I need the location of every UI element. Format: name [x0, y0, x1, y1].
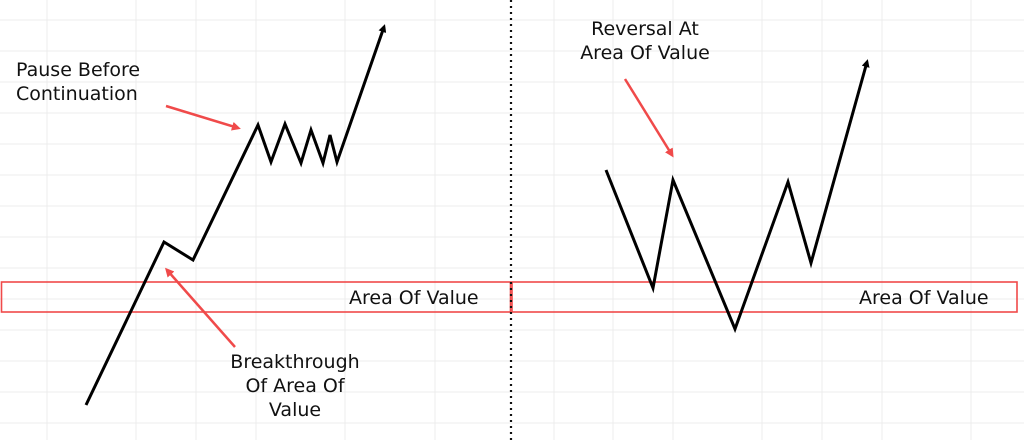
reversal-at-area-of-value-label: Reversal At Area Of Value [560, 17, 730, 65]
breakthrough-label-line-3: Value [268, 399, 322, 421]
reversal-label-line-2: Area Of Value [580, 42, 710, 64]
breakthrough-label-line-2: Of Area Of [245, 375, 345, 397]
left-price-path [84, 24, 387, 406]
pause-label-line-2: Continuation [16, 83, 138, 105]
right-zone-label: Area Of Value [859, 287, 989, 309]
left-area-of-value-zone [0, 281, 512, 313]
breakthrough-annotation-arrow [165, 267, 236, 348]
pause-before-continuation-label: Pause Before Continuation [16, 58, 140, 106]
reversal-label-line-1: Reversal At [591, 18, 699, 40]
pause-annotation-arrow [165, 104, 241, 131]
breakthrough-label-line-1: Breakthrough [230, 351, 360, 373]
right-area-of-value-zone [511, 281, 1018, 313]
reversal-annotation-arrow [623, 78, 674, 158]
pause-label-line-1: Pause Before [16, 59, 141, 81]
right-price-path [604, 59, 870, 334]
breakthrough-label: Breakthrough Of Area Of Value [210, 350, 380, 422]
left-zone-label: Area Of Value [349, 287, 479, 309]
